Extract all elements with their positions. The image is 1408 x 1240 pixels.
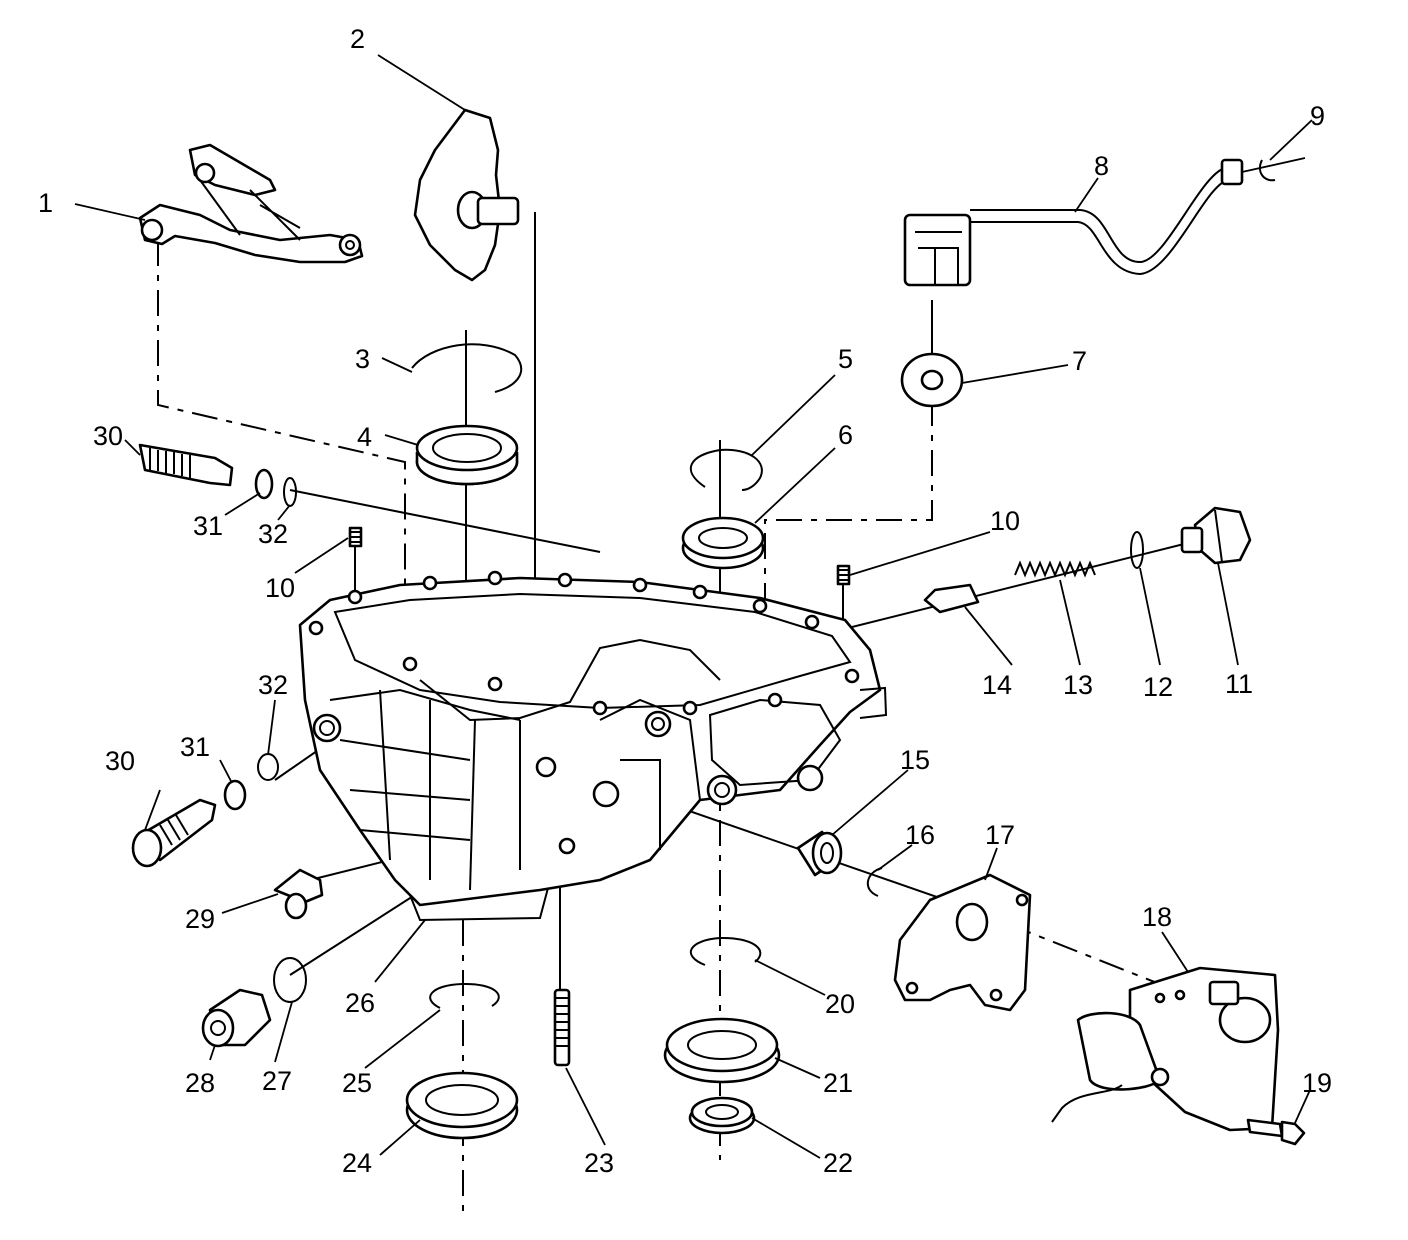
callout-20: 20	[825, 989, 855, 1019]
callout-16: 16	[905, 820, 935, 850]
bearing	[415, 424, 519, 486]
pivot-bolt	[138, 443, 234, 487]
o-ring	[1130, 531, 1144, 569]
callout-22: 22	[823, 1148, 853, 1178]
callout-23: 23	[584, 1148, 614, 1178]
callout-12: 12	[1143, 672, 1173, 702]
callout-31-bottom: 31	[180, 732, 210, 762]
callout-32-bottom: 32	[258, 670, 288, 700]
snap-ring	[690, 936, 762, 966]
callout-14: 14	[982, 670, 1012, 700]
ring	[867, 867, 883, 897]
callout-24: 24	[342, 1148, 372, 1178]
seal	[663, 1017, 781, 1084]
callout-29: 29	[185, 904, 215, 934]
callout-9: 9	[1310, 101, 1325, 131]
clutch-fork	[138, 143, 364, 264]
callout-32-top: 32	[258, 519, 288, 549]
plug	[1180, 506, 1252, 565]
callout-21: 21	[823, 1068, 853, 1098]
transaxle-case-housing	[298, 570, 888, 922]
wiring-connector-harness	[903, 158, 1244, 287]
stud	[348, 526, 363, 548]
callout-25: 25	[342, 1068, 372, 1098]
stud	[553, 988, 571, 1067]
bolt	[1246, 1118, 1306, 1146]
callout-31-top: 31	[193, 511, 223, 541]
snap-ring	[411, 343, 522, 393]
callout-7: 7	[1072, 346, 1087, 376]
callout-10-left: 10	[265, 573, 295, 603]
callout-30-top: 30	[93, 421, 123, 451]
callout-13: 13	[1063, 670, 1093, 700]
seal-shield	[413, 108, 520, 282]
callout-30-bottom: 30	[105, 746, 135, 776]
washer	[223, 468, 274, 811]
callout-10-right: 10	[990, 506, 1020, 536]
actuator-motor	[1051, 966, 1280, 1132]
o-ring	[273, 957, 307, 1003]
callout-3: 3	[355, 344, 370, 374]
stud	[836, 564, 851, 586]
washer	[900, 352, 964, 408]
callout-17: 17	[985, 820, 1015, 850]
callout-8: 8	[1094, 151, 1109, 181]
pivot-bolt	[131, 798, 217, 868]
leader-lines	[74, 54, 1313, 1159]
clip	[1241, 157, 1306, 182]
callout-28: 28	[185, 1068, 215, 1098]
seal	[681, 516, 765, 570]
snap-ring	[690, 448, 763, 491]
seal	[405, 1071, 519, 1140]
bushing	[796, 830, 843, 877]
callout-27: 27	[262, 1066, 292, 1096]
callout-6: 6	[838, 420, 853, 450]
callout-2: 2	[350, 24, 365, 54]
sensor	[273, 868, 324, 920]
mounting-plate	[893, 873, 1032, 1012]
spring	[1014, 560, 1096, 578]
callout-1: 1	[38, 188, 53, 218]
callout-15: 15	[900, 745, 930, 775]
callout-labels: 1 2 3 4 5 6 7 8 9 10 10 11 12 13 14 15 1…	[38, 24, 1332, 1178]
callout-11: 11	[1225, 669, 1253, 699]
callout-5: 5	[838, 344, 853, 374]
callout-26: 26	[345, 988, 375, 1018]
snap-ring	[429, 982, 500, 1009]
switch-sensor	[201, 988, 272, 1048]
callout-18: 18	[1142, 902, 1172, 932]
plunger	[923, 583, 980, 614]
callout-19: 19	[1302, 1068, 1332, 1098]
callout-4: 4	[357, 422, 372, 452]
seal	[688, 1096, 756, 1135]
